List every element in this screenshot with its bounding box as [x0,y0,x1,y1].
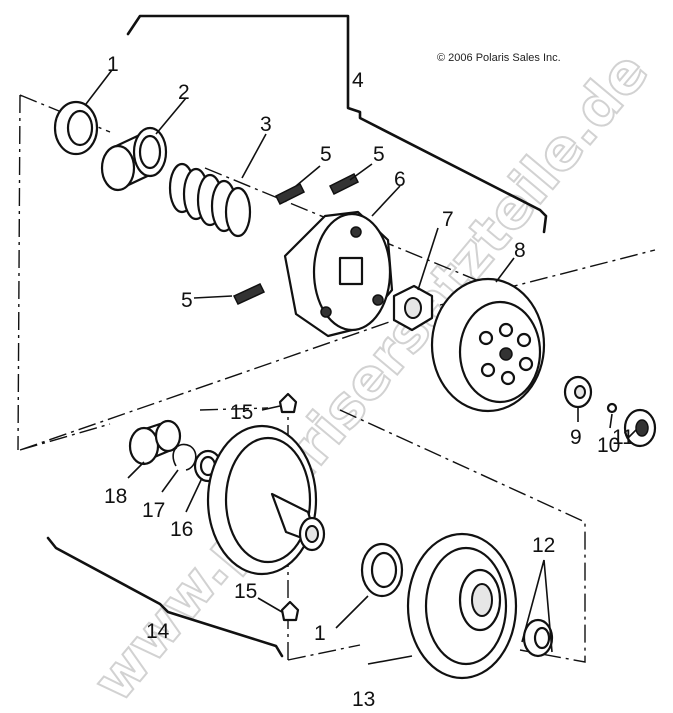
callout-1b: 1 [314,622,326,645]
callout-8: 8 [514,239,526,262]
needle-bearing-part-18 [128,419,182,466]
callout-5a: 5 [320,143,332,166]
bearing-part-11 [623,408,657,448]
callout-5b: 5 [373,143,385,166]
callout-2: 2 [178,81,190,104]
drum-part-8 [430,277,546,413]
fitting-part-15a [278,392,298,414]
callout-10: 10 [597,434,620,457]
spring-pin-part-5c [232,283,266,305]
fixed-sheave-part-14 [206,424,326,576]
spring-pin-part-5a [274,182,306,206]
callout-4: 4 [352,69,364,92]
callout-9: 9 [570,426,582,449]
copyright-notice: © 2006 Polaris Sales Inc. [437,52,561,64]
bracket-14 [46,536,284,658]
callout-1: 1 [107,53,119,76]
callout-7: 7 [442,208,454,231]
spring-part-3 [168,162,252,238]
fitting-part-15b [280,600,300,622]
washer-part-10 [606,402,618,414]
callout-12: 12 [532,534,555,557]
callout-13: 13 [352,688,375,711]
leader-lines [85,69,637,665]
seal-part-1b [360,542,404,598]
callout-6: 6 [394,168,406,191]
callout-15b: 15 [234,580,257,603]
callout-17: 17 [142,499,165,522]
callout-3: 3 [260,113,272,136]
guide-part-12 [522,618,554,658]
callout-16: 16 [170,518,193,541]
nut-part-7 [392,284,434,332]
sleeve-part-2 [100,126,168,192]
seal-part-1 [53,100,99,156]
nut-part-9 [563,375,593,409]
callout-5c: 5 [181,289,193,312]
callout-18: 18 [104,485,127,508]
callout-11: 11 [612,426,634,449]
callout-14: 14 [146,620,170,643]
bracket-4 [126,14,548,234]
clutch-part-6 [283,210,394,338]
callout-15a: 15 [230,401,253,424]
circlip-part-17 [172,443,197,471]
movable-sheave-part-13 [406,532,518,680]
